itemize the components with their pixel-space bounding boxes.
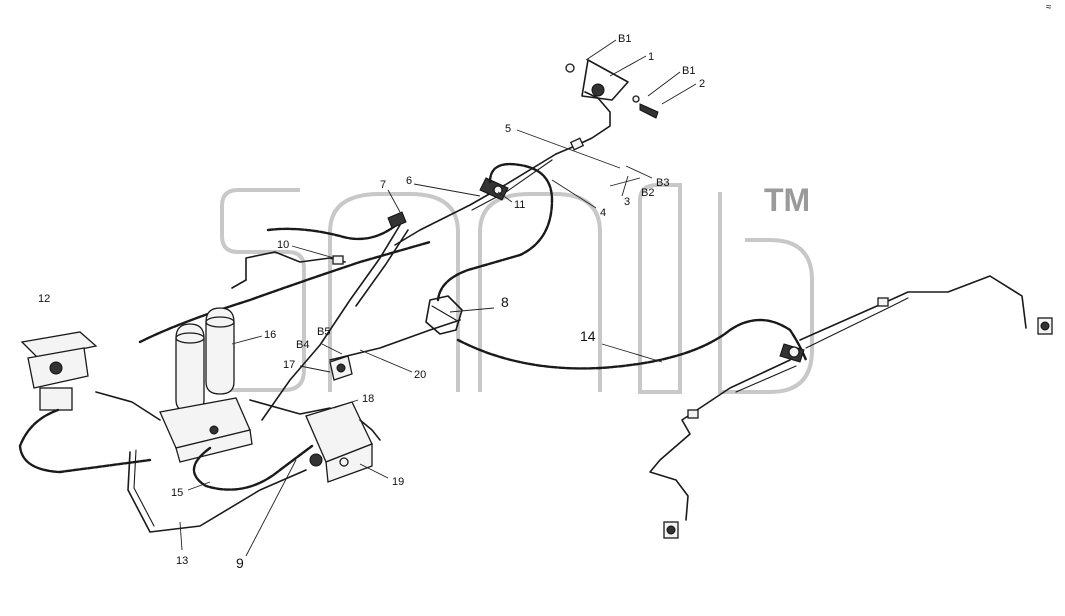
reservoir-16 [175,307,235,413]
label-B3: B3 [656,177,669,189]
label-5: 5 [505,123,511,135]
pipe-13 [127,451,307,533]
hose-14 [456,318,808,370]
label-8: 8 [501,294,509,310]
label-1: 1 [648,51,654,63]
brake-pedal-12 [20,331,98,411]
valve-outlet [359,419,381,441]
label-12: 12 [38,293,50,305]
label-6: 6 [406,175,412,187]
watermark-logo: TM [220,182,814,394]
pipe-13b [133,449,155,527]
label-17: 17 [283,359,295,371]
rear-bracket-assembly [555,59,659,155]
flex-hose-loop [436,162,554,302]
front-right-pipes [649,275,1053,539]
label-B1-second: B1 [682,65,695,77]
upper-hose [138,240,432,344]
left-loop-hose [18,408,152,474]
label-B1-top: B1 [618,33,631,45]
label-19: 19 [392,476,404,488]
callout-labels: B1 1 B1 2 5 B3 B2 3 4 7 6 11 10 8 14 12 … [38,33,705,571]
label-11: 11 [514,199,525,211]
label-20: 20 [414,369,426,381]
junction-8 [425,295,463,335]
label-14: 14 [580,328,596,344]
label-B4: B4 [296,339,309,351]
label-10: 10 [277,239,289,251]
pipe-20 [329,319,461,361]
label-3: 3 [624,196,630,208]
label-9: 9 [236,555,244,571]
label-13: 13 [176,555,188,567]
label-18: 18 [362,393,374,405]
fitting-17 [329,355,353,381]
label-7: 7 [380,179,386,191]
label-B2: B2 [641,187,654,199]
label-B5: B5 [317,326,330,338]
watermark-tm: TM [764,182,810,218]
pipe-18 [249,399,331,415]
pedal-pipe [95,391,161,421]
label-2: 2 [699,78,705,90]
label-15: 15 [171,487,183,499]
valve-19 [305,401,373,483]
hose-15 [192,444,314,491]
label-4: 4 [600,207,606,219]
leader-lines [179,39,697,557]
pipe-to-valve [261,224,401,421]
pipe-to-valve-2 [355,229,409,307]
pipe-section-10 [231,211,407,289]
corner-mark: ≈ [1046,2,1052,13]
master-cylinder [159,397,253,463]
rear-pipe-run [394,153,557,246]
label-16: 16 [264,329,276,341]
